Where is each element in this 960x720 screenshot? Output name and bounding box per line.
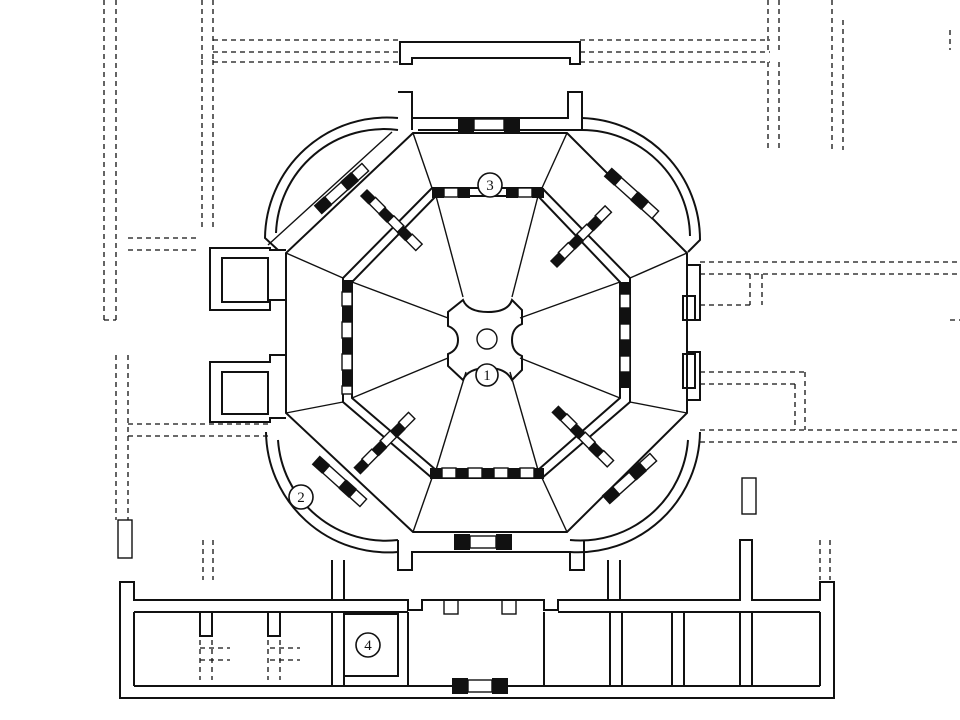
south-range	[119, 539, 835, 699]
marker-3-label: 3	[486, 178, 494, 194]
marker-2-label: 2	[297, 490, 305, 506]
marker-4: 4	[355, 632, 381, 658]
marker-4-label: 4	[364, 638, 372, 654]
inner-windows	[341, 187, 631, 479]
marker-2: 2	[288, 484, 314, 510]
north-bar	[399, 41, 581, 65]
marker-3: 3	[477, 172, 503, 198]
marker-1-label: 1	[483, 368, 491, 384]
outer-windows	[311, 118, 660, 550]
ambulatory-lines	[285, 132, 688, 533]
central-pier	[447, 298, 523, 382]
central-radial-lines	[351, 195, 621, 471]
outer-walls	[209, 91, 702, 571]
dashed-foundations	[103, 0, 960, 680]
marker-1: 1	[475, 363, 499, 387]
